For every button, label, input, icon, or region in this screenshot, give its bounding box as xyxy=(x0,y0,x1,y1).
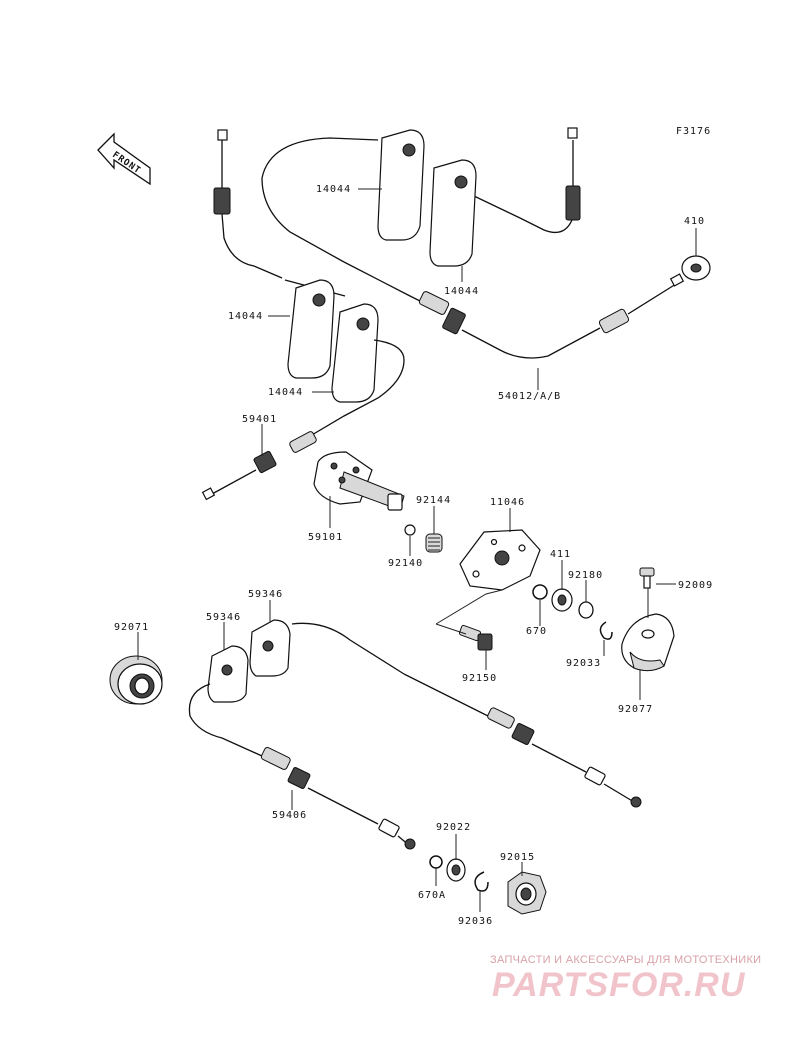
clamp-59346-b xyxy=(207,645,249,703)
cover-92077 xyxy=(621,613,675,672)
label-92180: 92180 xyxy=(568,570,603,581)
cable-end-left-top xyxy=(217,129,228,141)
ball-92140 xyxy=(404,524,416,536)
label-92077: 92077 xyxy=(618,704,653,715)
front-arrow-icon: FRONT xyxy=(97,132,151,186)
watermark-logo: PARTSFOR.RU xyxy=(492,966,746,1004)
washer-92180 xyxy=(578,601,594,619)
clamp-14044-lower-b xyxy=(331,303,379,403)
clamp-59346-a xyxy=(249,619,291,677)
label-92071: 92071 xyxy=(114,622,149,633)
label-54012: 54012/A/B xyxy=(498,391,561,402)
watermark-tagline: ЗАПЧАСТИ И АКСЕССУАРЫ ДЛЯ МОТОТЕХНИКИ xyxy=(490,954,762,966)
label-670A: 670A xyxy=(418,890,446,901)
clip-92033 xyxy=(599,621,613,640)
label-411: 411 xyxy=(550,549,571,560)
label-11046: 11046 xyxy=(490,497,525,508)
clamp-14044-upper-b xyxy=(429,159,477,267)
label-59101: 59101 xyxy=(308,532,343,543)
bracket-11046 xyxy=(459,529,541,591)
label-14044-a: 14044 xyxy=(316,184,351,195)
washer-92022 xyxy=(446,858,466,882)
label-92144: 92144 xyxy=(416,495,451,506)
label-92009: 92009 xyxy=(678,580,713,591)
clip-92036 xyxy=(474,871,489,892)
label-59406: 59406 xyxy=(272,810,307,821)
washer-411 xyxy=(551,588,573,612)
label-92033: 92033 xyxy=(566,658,601,669)
label-14044-b: 14044 xyxy=(444,286,479,297)
bolt-92150 xyxy=(458,624,493,651)
label-59346-b: 59346 xyxy=(206,612,241,623)
bushing-92071 xyxy=(109,655,163,705)
leader-lines xyxy=(137,188,697,912)
label-14044-c: 14044 xyxy=(228,311,263,322)
spring-92144 xyxy=(425,533,443,553)
lever-59101 xyxy=(313,451,405,511)
cable-54012 xyxy=(213,127,685,359)
label-410: 410 xyxy=(684,216,705,227)
label-92022: 92022 xyxy=(436,822,471,833)
label-670: 670 xyxy=(526,626,547,637)
nut-92015 xyxy=(507,871,547,915)
screw-92009 xyxy=(639,567,655,589)
figure-code: F3176 xyxy=(676,126,711,137)
circlip-670 xyxy=(532,584,548,600)
cable-59406 xyxy=(188,622,642,850)
label-92150: 92150 xyxy=(462,673,497,684)
label-14044-d: 14044 xyxy=(268,387,303,398)
label-92036: 92036 xyxy=(458,916,493,927)
cable-59401 xyxy=(201,339,405,501)
washer-410 xyxy=(681,255,711,281)
circlip-670A xyxy=(429,855,443,869)
label-92015: 92015 xyxy=(500,852,535,863)
label-92140: 92140 xyxy=(388,558,423,569)
label-59346-a: 59346 xyxy=(248,589,283,600)
clamp-14044-upper-a xyxy=(377,129,425,241)
label-59401: 59401 xyxy=(242,414,277,425)
clamp-14044-lower-a xyxy=(287,279,335,379)
